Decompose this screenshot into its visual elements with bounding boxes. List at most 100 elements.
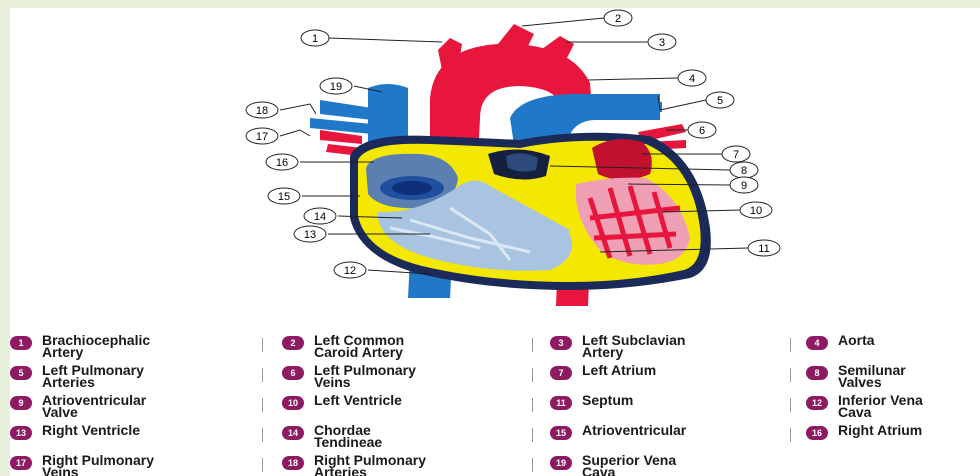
svg-text:9: 9	[741, 180, 747, 192]
callout-7: 7	[722, 146, 750, 162]
legend-badge: 15	[550, 426, 572, 440]
callout-10: 10	[740, 202, 772, 218]
heart-illustration	[310, 24, 711, 306]
legend-item-12: 12 Inferior Vena Cava	[806, 394, 923, 418]
legend-separator	[532, 338, 533, 352]
legend-separator	[790, 398, 791, 412]
legend-label: Left Pulmonary Veins	[314, 364, 416, 388]
legend-separator	[790, 428, 791, 442]
legend-separator	[262, 398, 263, 412]
callout-11: 11	[748, 240, 780, 256]
legend-item-6: 6 Left Pulmonary Veins	[282, 364, 416, 388]
legend-item-18: 18 Right Pulmonary Arteries	[282, 454, 426, 476]
legend-separator	[262, 458, 263, 472]
legend-item-7: 7 Left Atrium	[550, 364, 656, 380]
callout-18: 18	[246, 102, 278, 118]
callout-9: 9	[730, 177, 758, 193]
callout-4: 4	[678, 70, 706, 86]
legend-badge: 10	[282, 396, 304, 410]
callout-2: 2	[604, 10, 632, 26]
svg-text:15: 15	[278, 191, 290, 203]
legend-badge: 9	[10, 396, 32, 410]
legend-label: Left Common Caroid Artery	[314, 334, 404, 358]
legend-label: Atrioventricular	[582, 424, 686, 436]
legend-separator	[790, 368, 791, 382]
svg-text:10: 10	[750, 205, 762, 217]
legend-item-10: 10Left Ventricle	[282, 394, 402, 410]
legend-label: Septum	[582, 394, 633, 406]
callout-3: 3	[648, 34, 676, 50]
callout-15: 15	[268, 188, 300, 204]
legend-badge: 8	[806, 366, 828, 380]
legend-badge: 17	[10, 456, 32, 470]
callout-6: 6	[688, 122, 716, 138]
legend-item-4: 4Aorta	[806, 334, 875, 350]
legend-item-19: 19 Superior Vena Cava	[550, 454, 676, 476]
callout-5: 5	[706, 92, 734, 108]
svg-text:6: 6	[699, 125, 705, 137]
callout-16: 16	[266, 154, 298, 170]
legend-badge: 14	[282, 426, 304, 440]
svg-text:12: 12	[344, 265, 356, 277]
callout-19: 19	[320, 78, 352, 94]
legend-badge: 11	[550, 396, 572, 410]
legend-label: Superior Vena Cava	[582, 454, 676, 476]
legend-item-16: 16Right Atrium	[806, 424, 922, 440]
legend-badge: 5	[10, 366, 32, 380]
callout-14: 14	[304, 208, 336, 224]
legend-label: Right Pulmonary Arteries	[314, 454, 426, 476]
legend-label: Left Atrium	[582, 364, 656, 376]
svg-text:1: 1	[312, 33, 318, 45]
legend-separator	[532, 398, 533, 412]
svg-text:17: 17	[256, 131, 268, 143]
legend-label: Brachiocephalic Artery	[42, 334, 150, 358]
legend-item-3: 3 Left Subclavian Artery	[550, 334, 685, 358]
legend-badge: 1	[10, 336, 32, 350]
svg-text:19: 19	[330, 81, 342, 93]
legend-item-9: 9 Atrioventricular Valve	[10, 394, 146, 418]
legend-separator	[262, 428, 263, 442]
legend: 1 Brachiocephalic Artery 2 Left Common Car…	[10, 330, 980, 476]
legend-badge: 19	[550, 456, 572, 470]
legend-item-8: 8 Semilunar Valves	[806, 364, 906, 388]
legend-item-11: 11 Septum	[550, 394, 633, 410]
legend-label: Left Pulmonary Arteries	[42, 364, 144, 388]
legend-badge: 2	[282, 336, 304, 350]
svg-text:3: 3	[659, 37, 665, 49]
legend-label: Inferior Vena Cava	[838, 394, 923, 418]
legend-label: Semilunar Valves	[838, 364, 906, 388]
callout-17: 17	[246, 128, 278, 144]
svg-text:16: 16	[276, 157, 288, 169]
legend-badge: 13	[10, 426, 32, 440]
svg-text:14: 14	[314, 211, 326, 223]
legend-badge: 12	[806, 396, 828, 410]
legend-item-17: 17 Right Pulmonary Veins	[10, 454, 154, 476]
legend-separator	[532, 458, 533, 472]
legend-separator	[790, 338, 791, 352]
legend-item-5: 5 Left Pulmonary Arteries	[10, 364, 144, 388]
heart-diagram: 1 2 3 4 5 6 7 8 9 10 11 12 13 14 15 16 1…	[10, 8, 980, 320]
legend-item-15: 15 Atrioventricular	[550, 424, 686, 440]
legend-label: Left Subclavian Artery	[582, 334, 685, 358]
svg-text:4: 4	[689, 73, 695, 85]
legend-badge: 7	[550, 366, 572, 380]
callout-13: 13	[294, 226, 326, 242]
legend-badge: 18	[282, 456, 304, 470]
legend-separator	[532, 368, 533, 382]
callout-8: 8	[730, 162, 758, 178]
legend-label: Chordae Tendineae	[314, 424, 382, 448]
legend-label: Atrioventricular Valve	[42, 394, 146, 418]
legend-item-14: 14 Chordae Tendineae	[282, 424, 382, 448]
legend-item-1: 1 Brachiocephalic Artery	[10, 334, 150, 358]
svg-text:7: 7	[733, 149, 739, 161]
callout-12: 12	[334, 262, 366, 278]
legend-badge: 3	[550, 336, 572, 350]
legend-label: Right Pulmonary Veins	[42, 454, 154, 476]
page-frame: 1 2 3 4 5 6 7 8 9 10 11 12 13 14 15 16 1…	[10, 8, 980, 476]
legend-badge: 6	[282, 366, 304, 380]
svg-text:8: 8	[741, 165, 747, 177]
legend-badge: 16	[806, 426, 828, 440]
legend-item-13: 13 Right Ventricle	[10, 424, 140, 440]
legend-separator	[532, 428, 533, 442]
legend-label: Right Ventricle	[42, 424, 140, 436]
